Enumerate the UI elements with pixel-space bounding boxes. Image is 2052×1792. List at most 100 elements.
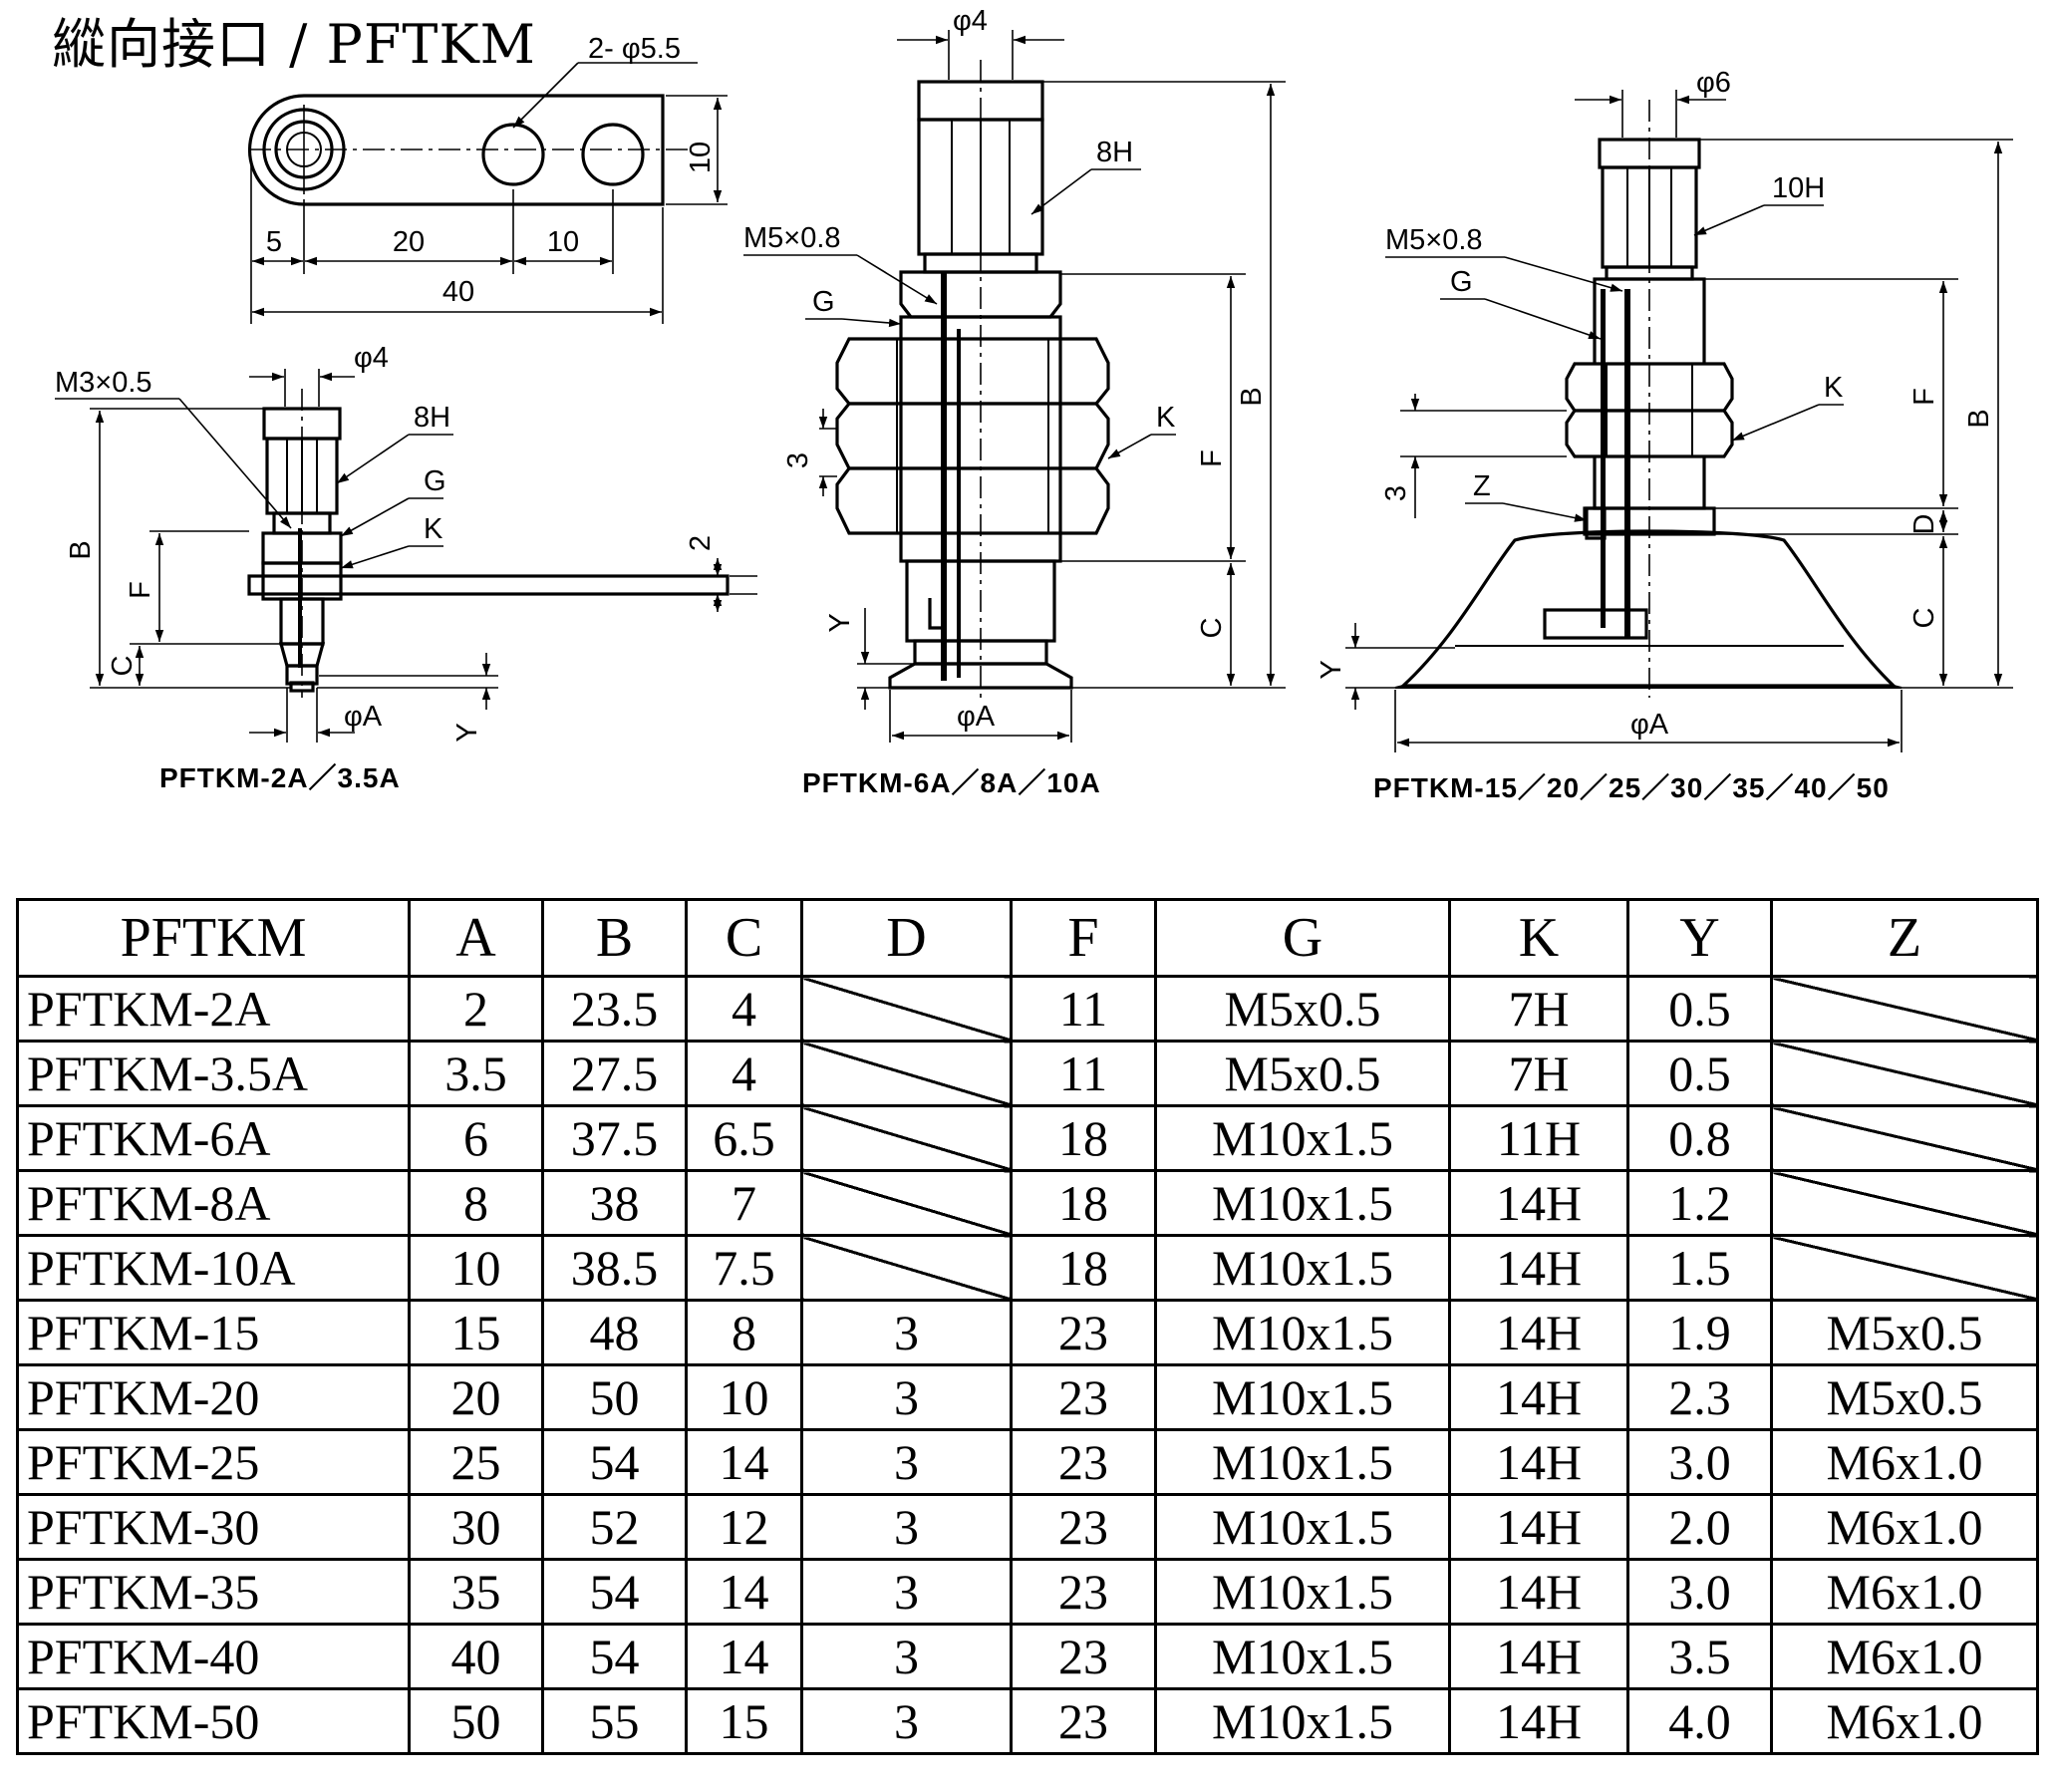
- cell-z: [1770, 1234, 2039, 1302]
- cell-model: PFTKM-15: [16, 1299, 411, 1366]
- cell-y: 3.0: [1626, 1558, 1773, 1626]
- cell-z: [1770, 1040, 2039, 1107]
- cell-c: 4: [685, 975, 803, 1043]
- dim-20-label: 20: [393, 226, 425, 258]
- large-y-label: Y: [1316, 660, 1347, 679]
- bracket-top-view: 2- φ5.5 10 5 20 10 40: [247, 33, 728, 324]
- large-bore-label: φ6: [1696, 67, 1731, 99]
- cell-model: PFTKM-3.5A: [16, 1040, 411, 1107]
- cell-b: 27.5: [541, 1040, 688, 1107]
- dim-40-label: 40: [442, 276, 474, 308]
- cell-k: 14H: [1448, 1169, 1629, 1237]
- medium-g-label: G: [812, 286, 835, 318]
- small-plate-label: 2: [685, 535, 717, 551]
- cell-f: 23: [1010, 1687, 1157, 1755]
- cell-b: 54: [541, 1558, 688, 1626]
- cell-a: 50: [408, 1687, 544, 1755]
- cell-b: 52: [541, 1493, 688, 1561]
- cell-b: 38.5: [541, 1234, 688, 1302]
- header-f: F: [1010, 898, 1157, 978]
- cell-b: 54: [541, 1428, 688, 1496]
- cell-d: 3: [800, 1687, 1013, 1755]
- small-g-label: G: [424, 465, 446, 497]
- header-a: A: [408, 898, 544, 978]
- cell-c: 14: [685, 1558, 803, 1626]
- cell-c: 10: [685, 1363, 803, 1431]
- cell-a: 2: [408, 975, 544, 1043]
- medium-k-label: K: [1156, 402, 1176, 434]
- cell-d: 3: [800, 1493, 1013, 1561]
- large-k-label: K: [1824, 372, 1844, 404]
- medium-b-label: B: [1236, 387, 1268, 406]
- cell-f: 18: [1010, 1234, 1157, 1302]
- large-g-label: G: [1450, 266, 1473, 298]
- cell-model: PFTKM-35: [16, 1558, 411, 1626]
- cell-model: PFTKM-2A: [16, 975, 411, 1043]
- technical-drawings: 2- φ5.5 10 5 20 10 40: [55, 5, 2013, 803]
- cell-c: 8: [685, 1299, 803, 1366]
- large-f-label: F: [1908, 388, 1940, 406]
- medium-c-label: C: [1196, 618, 1228, 639]
- cell-d: 3: [800, 1428, 1013, 1496]
- small-bore-label: φ4: [354, 342, 389, 374]
- cell-k: 14H: [1448, 1234, 1629, 1302]
- cell-model: PFTKM-10A: [16, 1234, 411, 1302]
- small-thread-label: M3×0.5: [55, 367, 152, 399]
- page-title: 縱向接口 / PFTKM: [52, 13, 536, 76]
- cell-d: [800, 1234, 1013, 1302]
- cell-a: 25: [408, 1428, 544, 1496]
- cell-model: PFTKM-30: [16, 1493, 411, 1561]
- holes-label: 2- φ5.5: [588, 33, 681, 65]
- medium-pitch-label: 3: [782, 452, 814, 468]
- large-side-view: φ6 10H M5×0.8 G K 3 Z F B: [1316, 67, 2013, 803]
- large-z-label: Z: [1473, 470, 1491, 502]
- cell-g: M10x1.5: [1154, 1104, 1451, 1172]
- cell-g: M10x1.5: [1154, 1687, 1451, 1755]
- cell-y: 1.2: [1626, 1169, 1773, 1237]
- small-y-label: Y: [451, 723, 483, 742]
- cell-k: 7H: [1448, 1040, 1629, 1107]
- cell-k: 14H: [1448, 1428, 1629, 1496]
- cell-d: 3: [800, 1299, 1013, 1366]
- small-c-label: C: [107, 656, 139, 677]
- cell-z: [1770, 975, 2039, 1043]
- cell-b: 50: [541, 1363, 688, 1431]
- cell-y: 1.9: [1626, 1299, 1773, 1366]
- cell-y: 2.3: [1626, 1363, 1773, 1431]
- cell-g: M10x1.5: [1154, 1169, 1451, 1237]
- cell-f: 18: [1010, 1104, 1157, 1172]
- cell-g: M10x1.5: [1154, 1493, 1451, 1561]
- cell-y: 0.5: [1626, 1040, 1773, 1107]
- cell-c: 15: [685, 1687, 803, 1755]
- cell-g: M10x1.5: [1154, 1428, 1451, 1496]
- header-c: C: [685, 898, 803, 978]
- large-c-label: C: [1908, 608, 1940, 629]
- header-g: G: [1154, 898, 1451, 978]
- small-k-label: K: [424, 513, 443, 545]
- small-hex-label: 8H: [414, 402, 450, 434]
- cell-d: 3: [800, 1623, 1013, 1690]
- cell-a: 20: [408, 1363, 544, 1431]
- cell-model: PFTKM-25: [16, 1428, 411, 1496]
- cell-z: [1770, 1104, 2039, 1172]
- cell-f: 23: [1010, 1493, 1157, 1561]
- cell-d: [800, 975, 1013, 1043]
- header-z: Z: [1770, 898, 2039, 978]
- cell-d: [800, 1169, 1013, 1237]
- cell-b: 37.5: [541, 1104, 688, 1172]
- cell-a: 6: [408, 1104, 544, 1172]
- header-y: Y: [1626, 898, 1773, 978]
- large-d-label: D: [1908, 514, 1940, 535]
- cell-d: [800, 1040, 1013, 1107]
- cell-model: PFTKM-50: [16, 1687, 411, 1755]
